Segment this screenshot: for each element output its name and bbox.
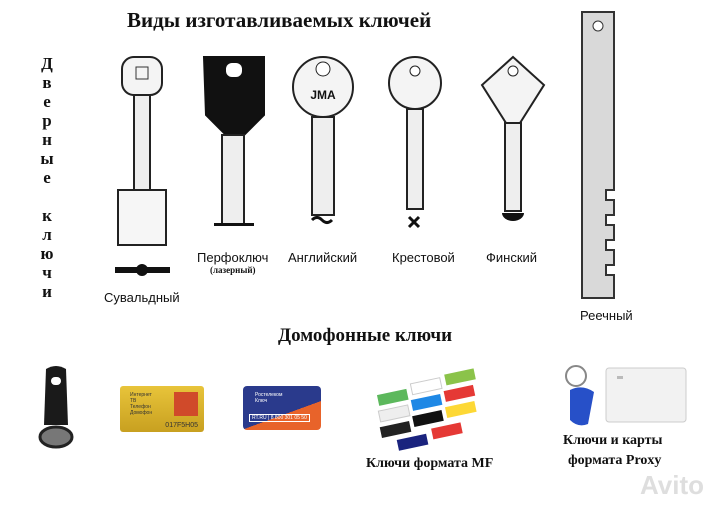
key-label-suvaldny: Сувальдный [104,290,180,305]
door-keys-letter: ч [42,263,52,282]
jma-logo-text: JMA [310,88,336,102]
door-keys-letter: р [42,111,52,130]
english-key-image: JMA [292,56,354,224]
avito-watermark: Avito [640,470,705,500]
suvaldny-key-image [115,56,170,276]
yellow-tag-logo [174,392,198,416]
cross-key-image [388,56,442,229]
blue-tag-phone: RT.RU | 8 800 301 05 50 [249,414,310,422]
blue-tag-sub: Ключ [255,398,268,404]
door-keys-letter: и [42,282,52,301]
mf-keys-label: Ключи формата MF [366,456,494,471]
finnish-key-image [480,55,546,221]
door-keys-letter: е [43,168,51,187]
key-label-english: Английский [288,250,358,265]
mf-keys-image [376,368,477,451]
yellow-tag-line: Телефон [130,404,151,410]
door-keys-letter: к [42,206,52,225]
key-label-finnish: Финский [486,250,538,265]
yellow-tag-line: ТВ [130,398,137,404]
proxy-keys-image [565,365,687,426]
ibutton-key-image [38,366,74,449]
door-keys-letter: Д [41,54,53,73]
page-title: Виды изготавливаемых ключей [127,8,432,32]
door-keys-letter: н [42,130,52,149]
key-label-perfo: Перфоключ [197,250,269,265]
yellow-tag-line: Домофон [130,410,153,416]
intercom-title: Домофонные ключи [278,325,453,346]
rostelecom-intercom-tag: Ростелеком Ключ RT.RU | 8 800 301 05 50 [243,386,321,430]
door-keys-letter: л [42,225,52,244]
key-label-cross: Крестовой [392,250,455,265]
key-label-rack: Реечный [580,308,633,323]
proxy-label-2: формата Proxy [568,453,662,468]
door-keys-letter: ю [40,244,54,263]
door-keys-letter [37,187,57,206]
key-sublabel-perfo: (лазерный) [210,265,256,275]
door-keys-letter: в [42,73,52,92]
blue-tag-brand: Ростелеком [255,392,283,398]
door-keys-letter: е [43,92,51,111]
proxy-label-1: Ключи и карты [563,433,663,448]
rack-key-image [581,11,615,299]
door-keys-letter: ы [40,149,54,168]
perfo-key-image [202,56,265,226]
yellow-tag-code: 017F5H05 [165,422,198,429]
yellow-tag-line: Интернет [130,392,152,398]
